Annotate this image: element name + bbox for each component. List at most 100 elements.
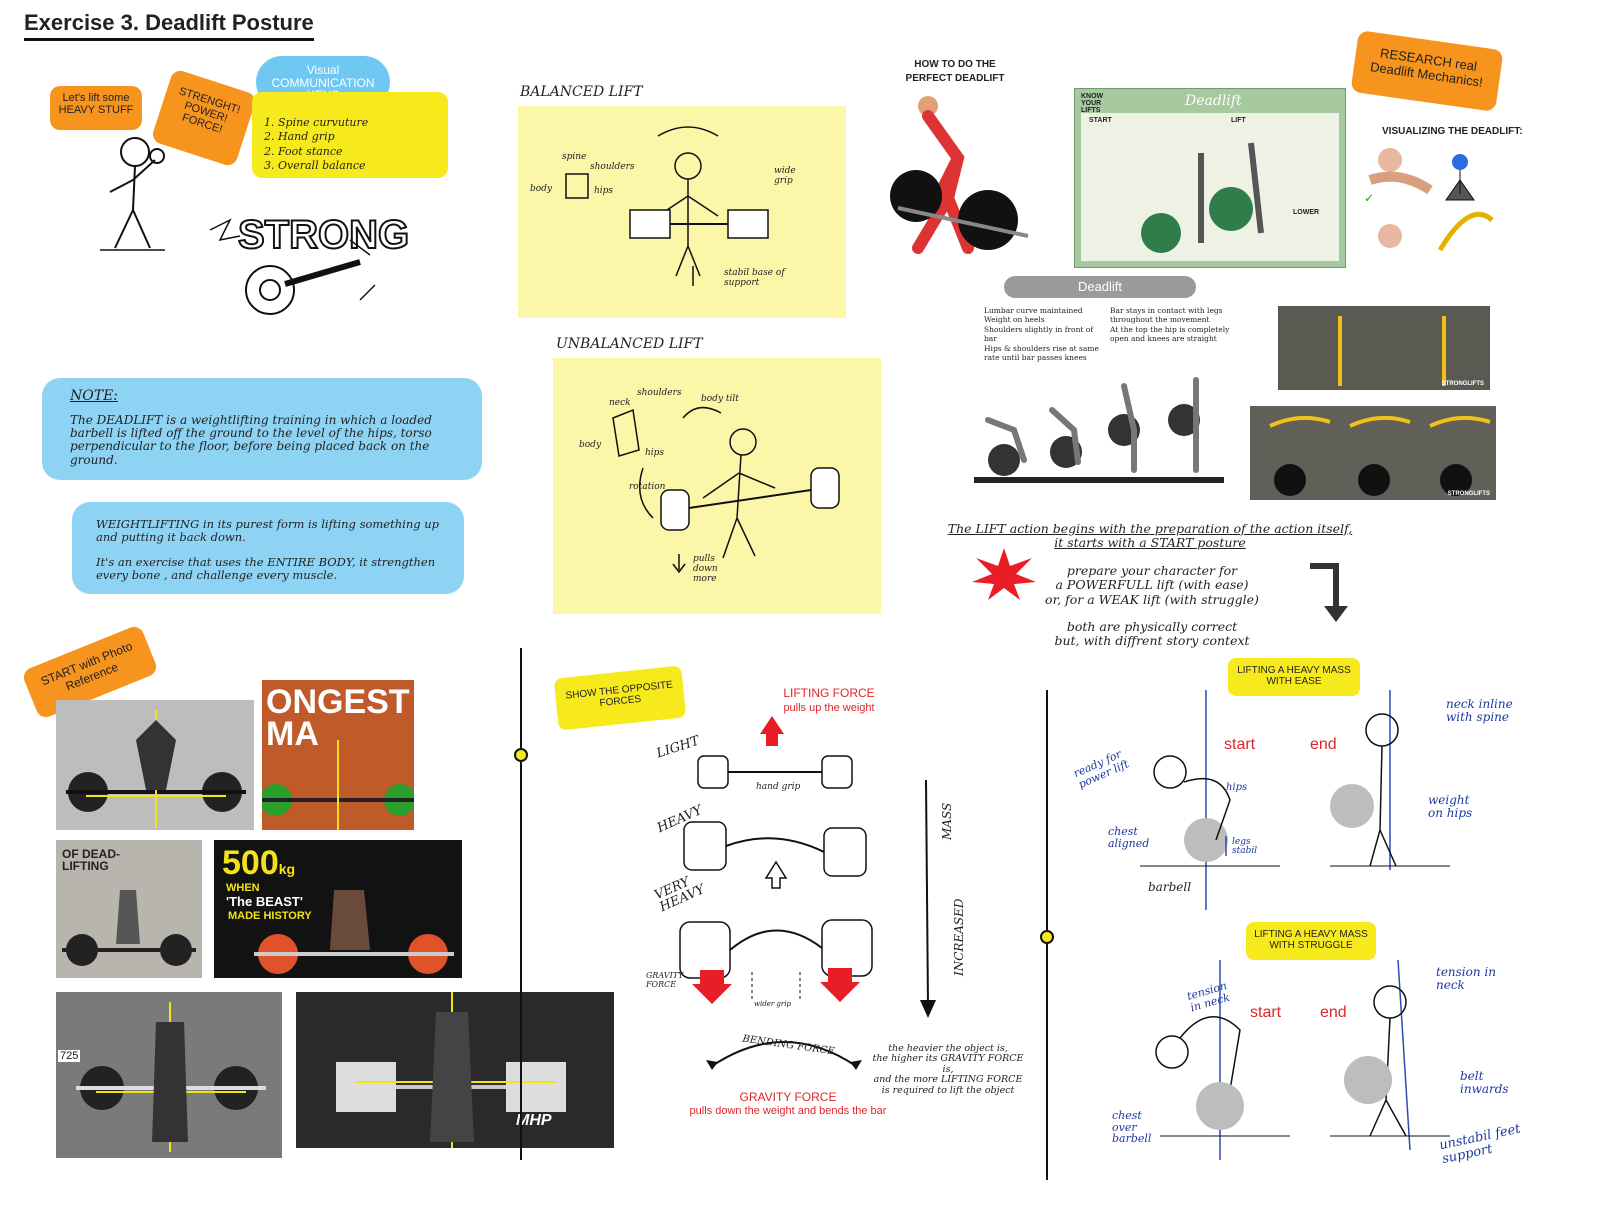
heavier-line4: is required to lift the object	[881, 1084, 1015, 1096]
label-hips: hips	[1226, 782, 1248, 793]
cartoon-strongman	[100, 137, 165, 251]
photo-ref-3-overlay	[62, 890, 196, 966]
heavier-line1: the heavier the object is,	[888, 1043, 1008, 1054]
lift-action-line1: The LIFT action begins with the preparat…	[947, 521, 1353, 536]
kg-number: 500kg	[222, 844, 295, 883]
poster-section-lower: LOWER	[1293, 209, 1320, 216]
photo-ref-2-overlay	[262, 740, 414, 830]
research-bubble-text: RESEARCH real Deadlift Mechanics!	[1369, 45, 1484, 90]
photo-ref-2: ONGEST MA	[262, 680, 414, 830]
prepare-text: prepare your character for a POWERFULL l…	[1032, 563, 1272, 607]
explosion-icon	[972, 548, 1036, 600]
heavier-line3: and the more LIFTING FORCE	[873, 1074, 1023, 1086]
key-item: 2. Foot stance	[264, 144, 343, 158]
heavier-line2: the higher its GRAVITY FORCE is,	[872, 1053, 1024, 1075]
gravity-force-title: GRAVITY FORCE	[739, 1090, 837, 1104]
svg-text:✓: ✓	[1364, 191, 1374, 205]
ease-start: start	[1224, 736, 1256, 753]
both-line1: both are physically correct	[1066, 619, 1238, 634]
weightlifting-text: WEIGHTLIFTING in its purest form is lift…	[96, 517, 440, 544]
photo-ref-3-text: OF DEAD-LIFTING	[62, 847, 120, 873]
photo-ref-6-overlay	[336, 992, 566, 1148]
key-item: 1. Spine curvuture	[264, 116, 369, 129]
balanced-lift-title: BALANCED LIFT	[520, 84, 643, 100]
label-rotation: rotation	[629, 482, 666, 492]
mass-arrow	[920, 779, 936, 1018]
label-tension-neck-end: tension in neck	[1436, 965, 1496, 992]
label-body-tilt: body tilt	[701, 394, 739, 404]
label-hand-grip: hand grip	[756, 782, 801, 792]
know-your-lifts-poster: KNOW YOUR LIFTS Deadlift START LIFT LOWE…	[1074, 88, 1346, 268]
keys-card: 1. Spine curvuture 2. Hand grip 2. Foot …	[252, 92, 448, 178]
page-title: Exercise 3. Deadlift Posture	[24, 10, 314, 41]
lift-action-text: The LIFT action begins with the preparat…	[930, 521, 1370, 551]
poster-section-start: START	[1089, 117, 1112, 124]
prepare-line2: a POWERFULL lift (with ease)	[1055, 577, 1249, 593]
step-item: At the top the hip is completely open an…	[1110, 324, 1230, 344]
step-item: Bar stays in contact with legs throughou…	[1110, 306, 1223, 325]
bending-force-arc	[706, 1041, 862, 1070]
lifting-force-sub: pulls up the weight	[783, 702, 875, 714]
kg-line3: MADE HISTORY	[228, 910, 312, 922]
label-neck: neck inline with spine	[1446, 697, 1513, 724]
label-hips: hips	[645, 448, 665, 458]
label-belt: belt inwards	[1460, 1069, 1509, 1096]
unbalanced-lift-title: UNBALANCED LIFT	[556, 336, 703, 352]
ease-sketch	[1140, 690, 1450, 910]
visualizing-diagrams: ✓	[1364, 148, 1494, 252]
how-to-illustration	[890, 96, 1029, 254]
guide-line	[1442, 316, 1446, 386]
full-body-text: It's an exercise that uses the ENTIRE BO…	[96, 555, 436, 582]
lift-action-line2: it starts with a START posture	[1054, 535, 1246, 551]
visualizing-title: VISUALIZING THE DEADLIFT:	[1382, 126, 1523, 137]
forces-tag-text: SHOW THE OPPOSITE FORCES	[565, 679, 674, 709]
photo-ref-5: 725	[56, 992, 282, 1158]
scoreboard: 725	[58, 1050, 81, 1062]
step-item: Weight on heels	[984, 315, 1045, 325]
gravity-force-sub: pulls down the weight and bends the bar	[689, 1105, 887, 1117]
both-line2: but, with diffrent story context	[1054, 633, 1250, 649]
label-legs: legs stabil	[1232, 837, 1258, 857]
unbalanced-lift-sketch	[612, 406, 840, 574]
speech-bubble-strength-text: STRENGHT! POWER! FORCE!	[177, 85, 242, 136]
poster-title: Deadlift	[1185, 93, 1242, 109]
label-shoulders: shoulders	[590, 162, 635, 172]
how-to-title: HOW TO DO THE PERFECT DEADLIFT	[905, 59, 1005, 84]
label-wide-grip: wide grip	[774, 166, 796, 186]
know-lifts-label: KNOW YOUR LIFTS	[1081, 93, 1104, 114]
label-stabil-base: stabil base of support	[724, 268, 785, 288]
stronglifts-label: STRONGLIFTS	[1441, 381, 1484, 387]
label-chest-over: chest over barbell	[1112, 1109, 1152, 1146]
weightlifting-box: WEIGHTLIFTING in its purest form is lift…	[72, 502, 464, 594]
prepare-line1: prepare your character for	[1066, 563, 1238, 578]
step-item: Hips & shoulders rise at same rate until…	[984, 343, 1099, 362]
kg-line1: WHEN	[226, 882, 260, 894]
note-heading: NOTE:	[70, 388, 119, 404]
balanced-lift-card: body spine shoulders hips wide grip stab…	[518, 106, 846, 318]
key-item: 3. Overall balance	[264, 158, 366, 172]
step-item: Shoulders slightly in front of bar	[984, 324, 1094, 344]
photo-ref-2-text: ONGEST MA	[266, 683, 410, 754]
ease-tag-text: LIFTING A HEAVY MASS WITH EASE	[1237, 665, 1351, 687]
deadlift-pill: Deadlift	[1004, 276, 1196, 298]
balanced-lift-sketch	[565, 126, 769, 286]
label-spine: spine	[562, 152, 587, 162]
kg-number-value: 500	[222, 844, 279, 882]
label-barbell: barbell	[1148, 880, 1192, 894]
ease-end: end	[1310, 736, 1337, 753]
strong-barbell-drawing: STRONG	[209, 212, 410, 315]
lifting-force-title: LIFTING FORCE	[783, 686, 875, 700]
label-mass: MASS	[940, 802, 954, 840]
stronglifts-label: STRONGLIFTS	[1447, 491, 1490, 497]
both-text: both are physically correct but, with di…	[1032, 619, 1272, 649]
photo-ref-3: OF DEAD-LIFTING	[56, 840, 202, 978]
photo-ref-6: MHP	[296, 992, 614, 1148]
poster-figures	[1141, 142, 1264, 253]
label-chest: chest aligned	[1108, 825, 1150, 850]
label-weight: weight on hips	[1428, 793, 1473, 820]
guide-line	[1338, 316, 1342, 386]
down-arrow-icon	[1310, 563, 1348, 622]
heavier-text: the heavier the object is, the higher it…	[868, 1043, 1028, 1096]
unbalanced-lift-card: body neck shoulders hips body tilt rotat…	[553, 358, 881, 614]
stronglifts-photo-2-overlay	[1269, 415, 1491, 496]
